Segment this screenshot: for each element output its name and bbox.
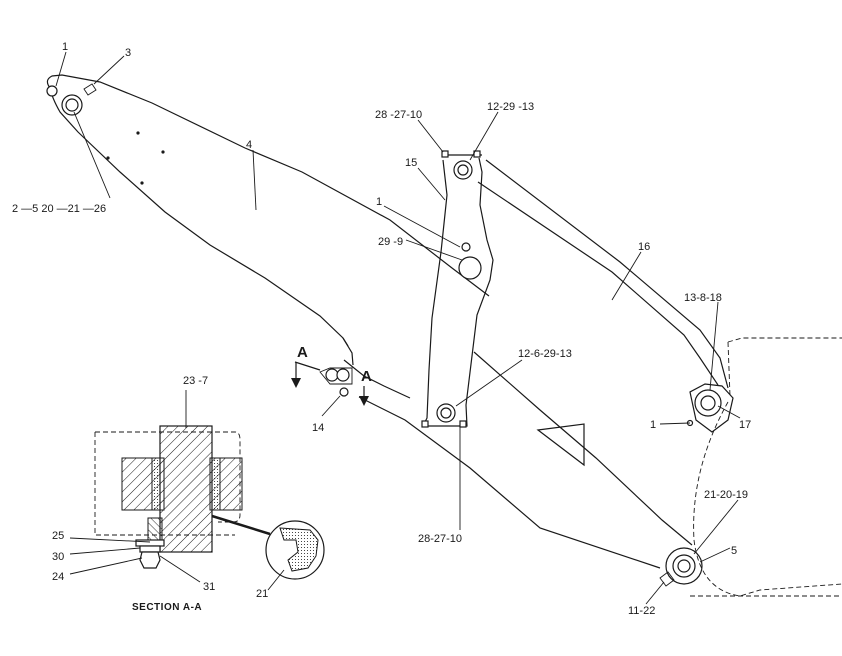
section-caption: SECTION A-A: [132, 602, 202, 613]
section-marker-a-left: A: [297, 344, 308, 361]
label-1-top: 1: [62, 41, 68, 53]
wedge-block: [536, 423, 585, 467]
label-2-5-20-21-26: 2 —5 20 —21 —26: [12, 203, 106, 215]
label-24: 24: [52, 571, 64, 583]
label-14: 14: [312, 422, 324, 434]
label-29-9: 29 -9: [378, 236, 403, 248]
label-21-detail: 21: [256, 588, 268, 600]
label-23-7: 23 -7: [183, 375, 208, 387]
leader-lines: [55, 51, 741, 605]
label-4: 4: [246, 139, 252, 151]
label-15: 15: [405, 157, 417, 169]
label-16: 16: [638, 241, 650, 253]
section-cut-markers: [291, 361, 369, 406]
label-31: 31: [203, 581, 215, 593]
bell-crank: [421, 150, 494, 428]
boom-pivot-top-left: [46, 83, 97, 116]
label-11-22: 11-22: [628, 605, 655, 617]
label-3: 3: [125, 47, 131, 59]
callout-labels: 1 3 4 2 —5 20 —21 —26 28 -27-10 12-29 -1…: [12, 41, 751, 617]
tilt-pivot-right: [686, 383, 734, 433]
label-17: 17: [739, 419, 751, 431]
label-21-20-19: 21-20-19: [704, 489, 748, 501]
label-25: 25: [52, 530, 64, 542]
label-1-right: 1: [650, 419, 656, 431]
label-28-27-10-bottom: 28-27-10: [418, 533, 462, 545]
label-1-mid: 1: [376, 196, 382, 208]
label-13-8-18: 13-8-18: [684, 292, 722, 304]
label-28-27-10-top: 28 -27-10: [375, 109, 422, 121]
tilt-link: [477, 159, 729, 389]
label-12-29-13: 12-29 -13: [487, 101, 534, 113]
label-12-6-29-13: 12-6-29-13: [518, 348, 572, 360]
section-marker-a-right: A: [361, 368, 372, 385]
section-detail: [94, 425, 325, 580]
label-30: 30: [52, 551, 64, 563]
label-5: 5: [731, 545, 737, 557]
boom-pivot-bottom: [659, 547, 703, 587]
bucket-outline: [690, 337, 842, 597]
